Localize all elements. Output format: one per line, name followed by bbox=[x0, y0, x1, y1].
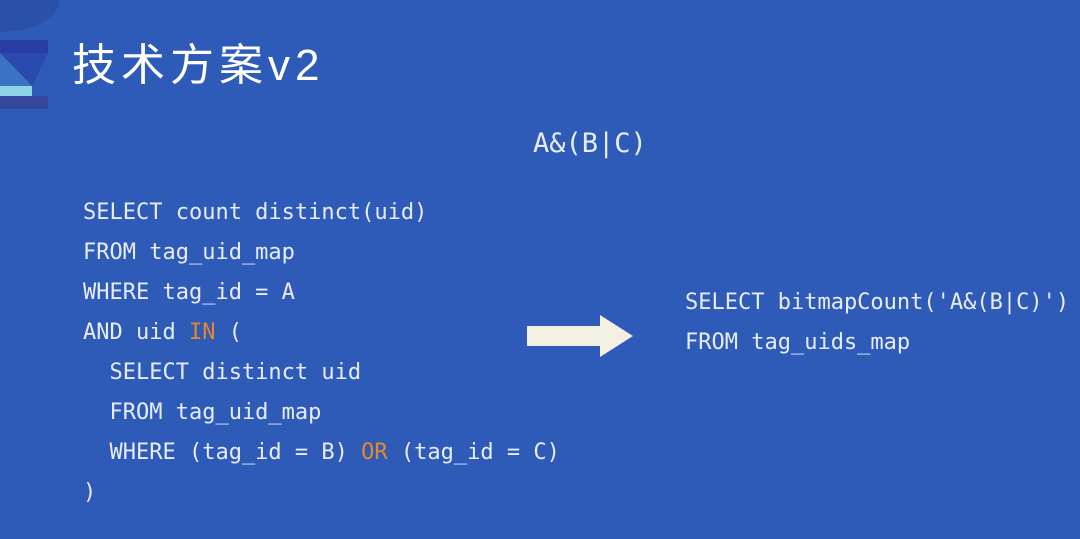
code-line: FROM tag_uid_map bbox=[83, 233, 560, 273]
code-text: WHERE tag_id = A bbox=[83, 280, 295, 305]
sql-keyword: IN bbox=[188, 320, 216, 345]
code-text: FROM tag_uid_map bbox=[83, 400, 322, 425]
code-line: SELECT distinct uid bbox=[83, 353, 560, 393]
code-text: FROM tag_uids_map bbox=[685, 330, 911, 355]
code-text: FROM tag_uid_map bbox=[83, 240, 295, 265]
code-text: ( bbox=[215, 320, 242, 345]
code-line: FROM tag_uid_map bbox=[83, 393, 560, 433]
brand-logo-icon bbox=[0, 40, 48, 109]
page-title: 技术方案v2 bbox=[72, 41, 325, 90]
corner-shade-decoration bbox=[0, 0, 60, 32]
code-text: (tag_id = C) bbox=[387, 440, 560, 465]
code-line: SELECT bitmapCount('A&(B|C)') bbox=[685, 283, 1069, 323]
code-line: FROM tag_uids_map bbox=[685, 323, 1069, 363]
code-text: AND uid bbox=[83, 320, 189, 345]
left-sql-code-block: SELECT count distinct(uid) FROM tag_uid_… bbox=[83, 193, 560, 513]
arrow-right-icon bbox=[527, 315, 633, 357]
code-line: WHERE (tag_id = B) OR (tag_id = C) bbox=[83, 433, 560, 473]
code-text: SELECT count distinct(uid) bbox=[83, 200, 428, 225]
code-line: SELECT count distinct(uid) bbox=[83, 193, 560, 233]
right-sql-code-block: SELECT bitmapCount('A&(B|C)') FROM tag_u… bbox=[685, 283, 1069, 363]
sql-keyword: OR bbox=[361, 440, 388, 465]
code-text: ) bbox=[83, 480, 97, 505]
code-line: WHERE tag_id = A bbox=[83, 273, 560, 313]
code-line: AND uid IN ( bbox=[83, 313, 560, 353]
code-text: WHERE (tag_id = B) bbox=[83, 440, 362, 465]
code-text: SELECT distinct uid bbox=[83, 360, 362, 385]
code-line: ) bbox=[83, 473, 560, 513]
code-text: SELECT bitmapCount('A&(B|C)') bbox=[685, 290, 1070, 315]
expression-label: A&(B|C) bbox=[533, 128, 647, 159]
